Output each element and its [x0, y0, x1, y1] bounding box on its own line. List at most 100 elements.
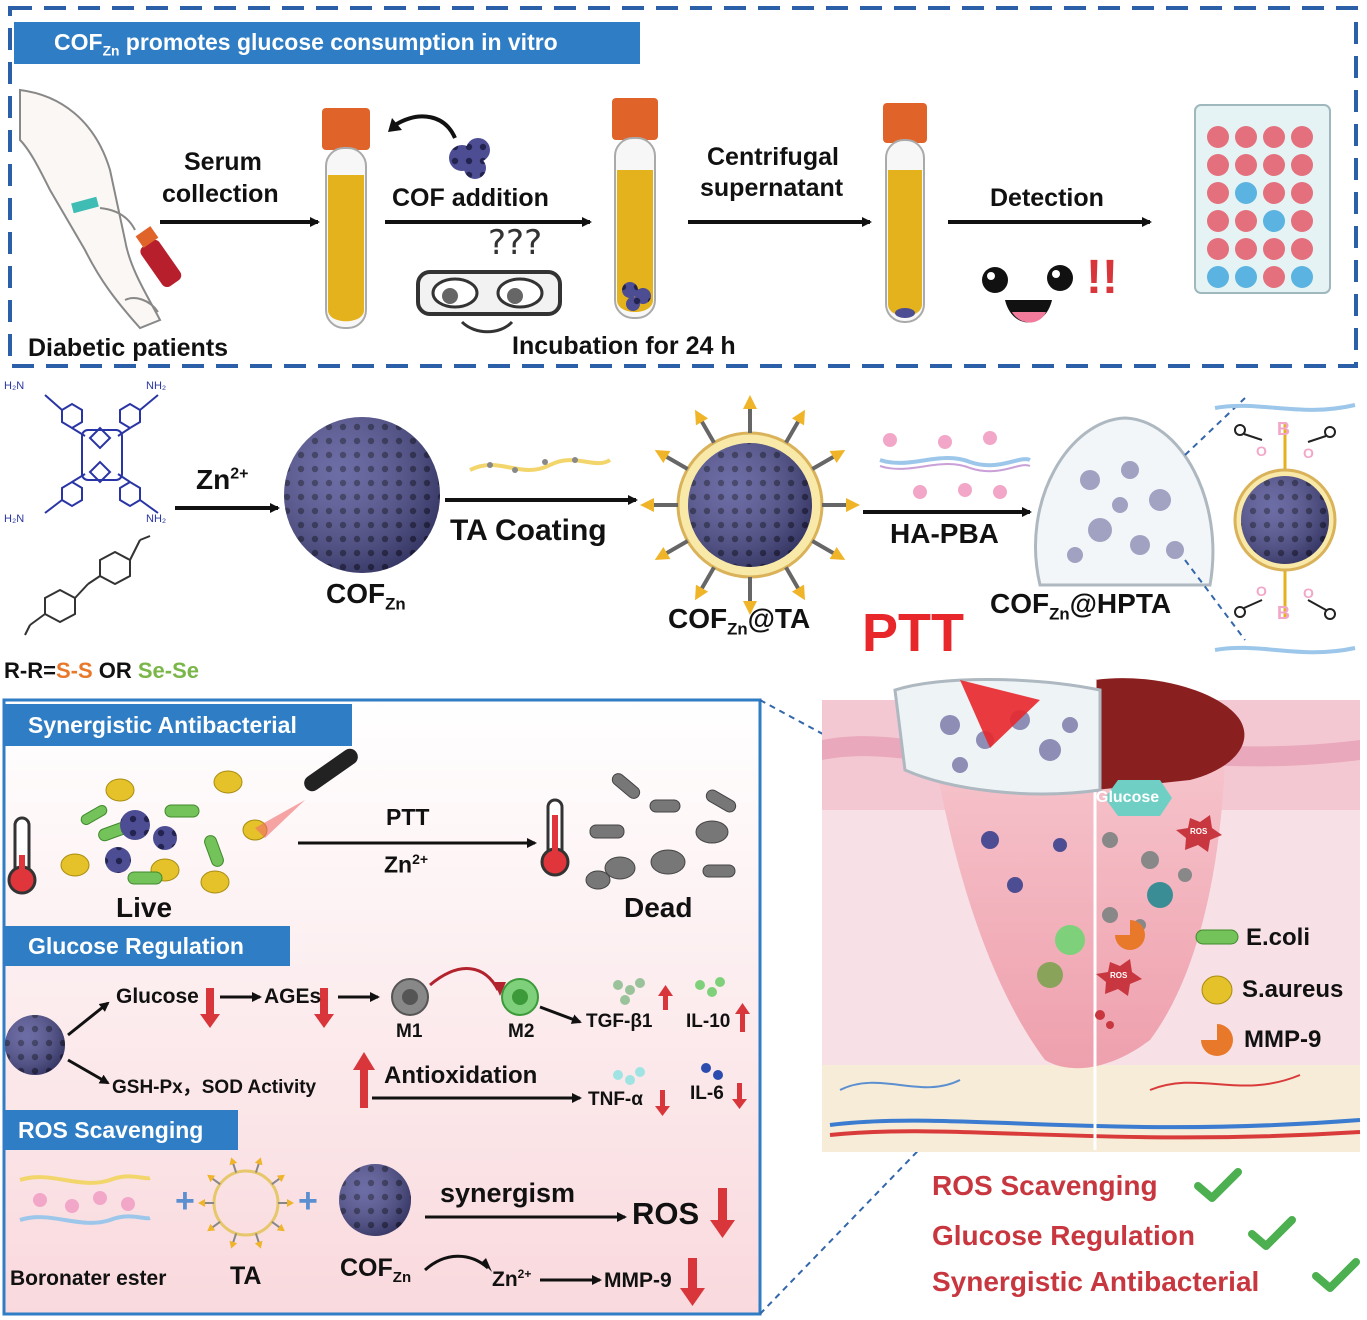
cof-zn-label: COFZn — [326, 578, 406, 614]
synergism-label: synergism — [440, 1178, 576, 1208]
rr-label: R-R=S-S OR Se-Se — [4, 658, 200, 683]
oxygen-label-1: O — [1256, 443, 1267, 459]
check-synergistic-antibacterial: Synergistic Antibacterial — [932, 1266, 1260, 1297]
tgf-dots-icon — [613, 978, 645, 1005]
ecoli-label: E.coli — [1246, 924, 1311, 951]
ta-ring-icon — [198, 1157, 294, 1249]
oxygen-label-4: O — [1303, 585, 1314, 601]
svg-text:+: + — [175, 1182, 195, 1220]
glucose-label: Glucose — [116, 985, 199, 1008]
smiley-face-icon — [982, 265, 1073, 323]
well — [1235, 238, 1257, 260]
well — [1263, 266, 1285, 288]
well — [1207, 238, 1229, 260]
well — [1235, 126, 1257, 148]
m1-macrophage-icon — [391, 978, 429, 1016]
step-serum-line1: Serum — [184, 148, 262, 176]
well — [1291, 182, 1313, 204]
well — [1263, 210, 1285, 232]
check-ros-scavenging: ROS Scavenging — [932, 1170, 1158, 1201]
il10-dots-icon — [695, 977, 725, 997]
il10-label: IL-10 — [686, 1011, 731, 1032]
amine-label-2: NH₂ — [146, 380, 167, 392]
well — [1263, 154, 1285, 176]
live-label: Live — [116, 892, 173, 923]
check-glucose-regulation: Glucose Regulation — [932, 1220, 1195, 1251]
live-bacteria-cluster — [60, 770, 268, 894]
well-plate-icon — [1194, 104, 1331, 294]
well — [1291, 126, 1313, 148]
trend-arrows — [200, 985, 750, 1306]
zn-ion-label: Zn2+ — [196, 464, 249, 495]
oxygen-label-3: O — [1256, 583, 1267, 599]
mmp9-label-ros: MMP-9 — [604, 1269, 672, 1292]
exclamation-marks: !! — [1086, 251, 1118, 304]
boronate-ester-icon — [19, 1174, 151, 1225]
zn-label-antibac: Zn2+ — [384, 851, 429, 878]
banner-rest: promotes glucose consumption in vitro — [119, 29, 558, 55]
serum-tube-1 — [322, 108, 370, 329]
il6-label: IL-6 — [690, 1083, 724, 1104]
amine-label-4: NH₂ — [146, 513, 167, 525]
oxygen-label-2: O — [1303, 445, 1314, 461]
dead-label: Dead — [624, 892, 693, 923]
question-marks: ??? — [488, 223, 543, 263]
zn-label-ros: Zn2+ — [492, 1267, 532, 1291]
thermometer-cold-icon — [7, 816, 37, 895]
cof-sphere-ros — [339, 1164, 411, 1236]
ros-tag-2: ROS — [1110, 971, 1128, 980]
serum-tube-3 — [883, 103, 927, 323]
step-detection: Detection — [990, 184, 1104, 212]
laser-pointer-icon — [255, 748, 358, 838]
il6-dots-icon — [701, 1063, 723, 1080]
antibacterial-banner: Synergistic Antibacterial — [4, 704, 352, 746]
top-banner: COFZn promotes glucose consumption in vi… — [14, 22, 640, 64]
scientist-goggles-icon — [416, 270, 562, 334]
patient-arm-illustration — [19, 88, 182, 330]
cof-hpta-label: COFZn@HPTA — [990, 588, 1172, 624]
wound-illustration — [822, 678, 1361, 1152]
step-serum-line2: collection — [162, 180, 279, 208]
well — [1235, 266, 1257, 288]
ha-pba-label: HA-PBA — [890, 518, 999, 549]
glucose-tag: Glucose — [1096, 789, 1160, 806]
mmp9-label: MMP-9 — [1244, 1026, 1322, 1053]
ros-banner: ROS Scavenging — [4, 1110, 238, 1150]
step-cof-addition: COF addition — [392, 184, 549, 212]
porphyrin-structure — [44, 394, 159, 514]
well — [1235, 154, 1257, 176]
boron-label-bottom: B — [1277, 603, 1290, 623]
boron-label-top: B — [1277, 419, 1290, 439]
well — [1207, 182, 1229, 204]
well — [1207, 126, 1229, 148]
cof-ta-label: COFZn@TA — [668, 603, 811, 639]
mmp9-icon — [1201, 1024, 1233, 1056]
dialdehyde-structure — [24, 535, 151, 636]
banner-sub: Zn — [102, 43, 120, 59]
diabetic-patients-label: Diabetic patients — [28, 334, 229, 362]
curved-arrow-add — [393, 114, 457, 139]
cof-zn-label-ros: COFZn — [340, 1254, 412, 1286]
boronate-complex-zoom — [1214, 403, 1356, 655]
cof-ta-sphere — [640, 395, 860, 615]
well — [1291, 210, 1313, 232]
tnf-dots-icon — [613, 1067, 645, 1085]
thermometer-hot-icon — [540, 798, 570, 877]
well — [1263, 126, 1285, 148]
tgf-label: TGF-β1 — [586, 1011, 653, 1032]
well — [1291, 154, 1313, 176]
well — [1291, 266, 1313, 288]
m2-label: M2 — [508, 1021, 535, 1042]
m1-label: M1 — [396, 1021, 423, 1042]
ecoli-icon — [1195, 929, 1239, 945]
cof-cluster-icon — [449, 138, 490, 179]
well — [1263, 238, 1285, 260]
cof-sphere-small — [5, 1015, 65, 1075]
cof-zn-sphere — [284, 417, 440, 573]
glucose-banner: Glucose Regulation — [4, 926, 290, 966]
well — [1263, 182, 1285, 204]
amine-label-1: H₂N — [4, 380, 25, 392]
banner-text: COF — [54, 29, 103, 55]
ptt-label: PTT — [386, 804, 430, 830]
